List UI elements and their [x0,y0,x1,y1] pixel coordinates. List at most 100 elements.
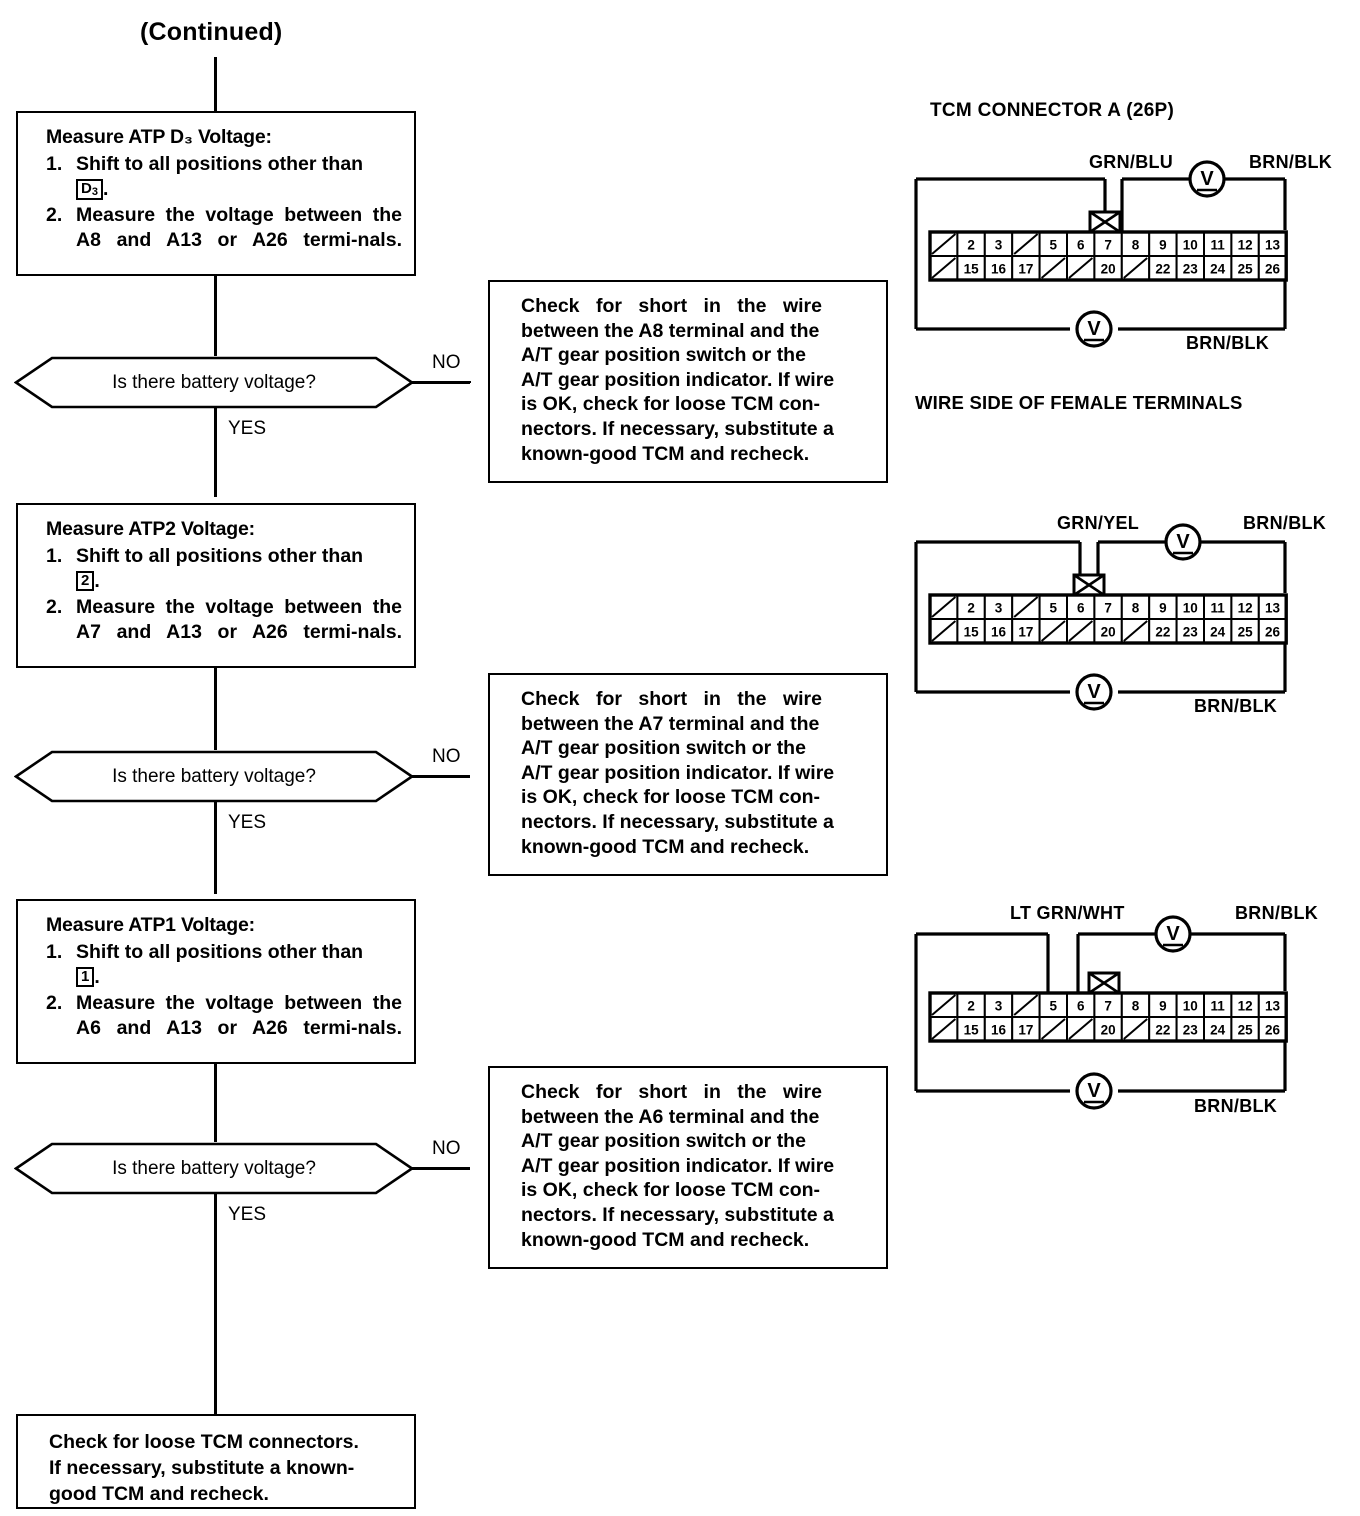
connector-pin-number: 7 [1104,601,1112,616]
connector-pin-cell [1175,992,1206,1018]
connector-pin-number: 13 [1265,601,1281,616]
list-text-pre: Shift to all positions other than [76,152,364,175]
list-text-post: . [94,966,100,988]
decision3-yes-line [214,1193,217,1415]
decision-question: Is there battery voltage? [112,371,316,393]
connector-pin-number: 24 [1210,262,1226,277]
connector-pin-cell [1093,992,1123,1018]
connector-pin-number: 8 [1132,601,1140,616]
remedy-line: between the A8 terminal and the [521,319,820,342]
gear-position-badge: 2 [76,571,95,591]
wire-label-brn-blk-bottom-1: BRN/BLK [1186,333,1270,353]
svg-text:V: V [1087,1080,1101,1102]
connector-pin-cell [1203,1016,1233,1042]
connector-pin-cell [1093,255,1123,281]
connector-pin-number: 6 [1077,999,1085,1014]
remedy-line: A/T gear position indicator. If wire [521,761,835,784]
connector-pin-number: 20 [1101,625,1116,640]
svg-text:V: V [1087,318,1101,340]
connector-pin-blank-slash [1013,233,1039,255]
remedy-line: A/T gear position switch or the [521,1130,806,1153]
connector-pin-number: 3 [995,601,1003,616]
step-title: Measure ATP1 Voltage: [46,914,255,936]
connector-pin-number: 12 [1238,238,1253,253]
decision2-no-line [412,775,470,778]
connector-pin-blank-slash [1068,257,1094,279]
step-list-item: 2. Measure the voltage between the A6 an… [46,991,402,1068]
connector-pin-number: 23 [1183,1023,1199,1038]
connector-pin-number: 12 [1238,999,1253,1014]
connector-pin-number: 23 [1183,625,1199,640]
connector-pin-number: 11 [1211,999,1226,1014]
decision3-no-line [412,1167,470,1170]
step-title: Measure ATP D₃ Voltage: [46,126,272,148]
connector-pin-number: 2 [967,601,975,616]
decision1-yes-label: YES [228,418,267,439]
connector-pin-number: 5 [1050,999,1058,1014]
connector-pin-number: 13 [1265,238,1281,253]
connector-pin-blank-slash [931,994,957,1016]
connector-pin-number: 12 [1238,601,1253,616]
remedy-line: is OK, check for loose TCM con- [521,786,821,809]
step-box-atp2: Measure ATP2 Voltage: 1. Shift to all po… [16,503,416,668]
list-text: Measure the voltage between the A7 and A… [76,595,402,644]
connector-pin-number: 10 [1183,999,1198,1014]
connector-pin-number: 5 [1050,601,1058,616]
remedy-line: A/T gear position switch or the [521,344,806,367]
remedy-box-a6: Check for short in the wire between the … [488,1066,888,1269]
remedy-line: is OK, check for loose TCM con- [521,393,821,416]
connector-pin-number: 26 [1265,1023,1281,1038]
list-text: Shift to all positions other than D3. [76,152,402,203]
connector-pin-number: 10 [1183,238,1198,253]
decision1-no-joint [468,381,471,383]
list-number: 1. [46,940,63,963]
list-text: Shift to all positions other than 2. [76,544,402,595]
step-box-atp-d3: Measure ATP D₃ Voltage: 1. Shift to all … [16,111,416,276]
decision1-yes-line [214,407,217,497]
list-text-post: . [94,570,100,592]
connector-pin-blank-slash [931,257,957,279]
connector-line-step2-to-decision2 [214,668,217,750]
wire-label-grn-yel: GRN/YEL [1057,513,1140,533]
decision1-no-label: NO [432,352,461,373]
remedy-line: between the A6 terminal and the [521,1105,820,1128]
connector-pin-number: 10 [1183,601,1198,616]
list-text: Shift to all positions other than 1. [76,940,402,991]
remedy-line: A/T gear position indicator. If wire [521,368,835,391]
connector-pin-number: 3 [995,999,1003,1014]
connector-outline [928,991,1288,1043]
list-text-pre: Shift to all positions other than [76,940,364,963]
connector-pin-number: 11 [1211,238,1226,253]
connector-pin-number: 16 [991,262,1007,277]
list-text: Measure the voltage between the A8 and A… [76,203,402,252]
connector-pin-number: 25 [1238,625,1254,640]
connector-pin-number: 5 [1050,238,1058,253]
remedy-line: A/T gear position indicator. If wire [521,1154,835,1177]
connector-pin-number: 15 [964,625,980,640]
list-text: Measure the voltage between the A6 and A… [76,991,402,1040]
list-text-pre: Shift to all positions other than [76,544,364,567]
step-list-item: 1. Shift to all positions other than D3. [46,152,402,203]
final-line: good TCM and recheck. [49,1483,269,1505]
step-list-item: 2. Measure the voltage between the A7 an… [46,595,402,672]
connector-outline [928,230,1288,282]
connector-pin-cell [1148,255,1178,281]
final-action-box: Check for loose TCM connectors. If neces… [16,1414,416,1509]
connector-panel-title: TCM CONNECTOR A (26P) [930,100,1175,121]
remedy-line: known-good TCM and recheck. [521,442,810,465]
connector-pin-number: 9 [1159,999,1167,1014]
connector-pin-number: 25 [1238,262,1254,277]
list-number: 2. [46,595,63,618]
wire-label-brn-blk-right-2: BRN/BLK [1243,513,1327,533]
connector-pin-blank-slash [1068,620,1094,642]
wire-label-brn-blk-right-1: BRN/BLK [1249,152,1333,172]
step-list-item: 1. Shift to all positions other than 2. [46,544,402,595]
list-number: 2. [46,203,63,226]
connector-pin-number: 3 [995,238,1003,253]
connector-pin-number: 6 [1077,601,1085,616]
connector-pin-blank-slash [1013,994,1039,1016]
connector-pin-number: 9 [1159,601,1167,616]
connector-pin-cell [1175,618,1206,644]
